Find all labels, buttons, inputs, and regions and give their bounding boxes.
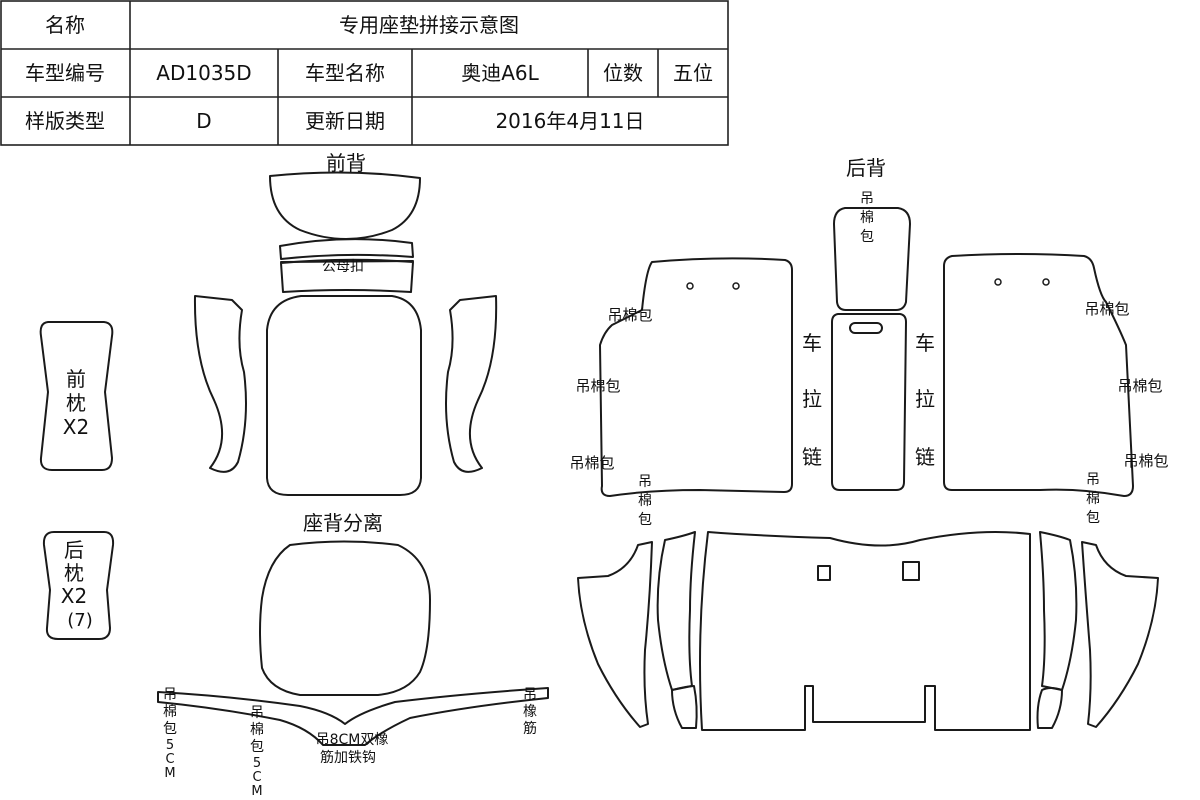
date-label: 更新日期	[305, 109, 385, 133]
zipper-left-1: 车	[802, 331, 822, 355]
hang-wrap-5cm-mid-4: 5	[253, 756, 261, 771]
rear-pillow-label-1: 后	[64, 538, 84, 562]
model-name-label: 车型名称	[305, 61, 385, 85]
front-pillow-label-2: 枕	[66, 391, 86, 415]
hang-wrap-right-v3: 包	[1086, 510, 1100, 526]
rear-pillow-piece: 后 枕 X2 (7)	[42, 531, 115, 640]
header-table: 名称 专用座垫拼接示意图 车型编号 AD1035D 车型名称 奥迪A6L 位数 …	[0, 0, 729, 146]
rear-pillow-label-3: X2	[61, 584, 87, 608]
hang-wrap-5cm-left-2: 棉	[163, 703, 177, 720]
hang-wrap-5cm-left-5: C	[165, 752, 174, 767]
hang-wrap-left-v3: 包	[638, 512, 652, 528]
hang-wrap-5cm-mid-1: 吊	[250, 705, 264, 721]
template-value: D	[196, 109, 211, 133]
hang-wrap-right-3: 吊棉包	[1123, 452, 1168, 470]
rear-back-title: 后背	[846, 156, 886, 180]
hang-wrap-5cm-mid-3: 包	[250, 739, 264, 755]
rear-pillow-label-2: 枕	[64, 561, 84, 585]
hang-wrap-right-v1: 吊	[1086, 472, 1100, 488]
hang-wrap-5cm-left-4: 5	[166, 738, 174, 753]
hang-wrap-top-1: 吊	[860, 191, 874, 207]
rubber-hook-label-1: 吊8CM双橡	[316, 732, 389, 748]
hang-rubber-label-1: 吊	[523, 687, 537, 703]
hang-wrap-5cm-left-3: 包	[163, 721, 177, 737]
clasp-label: 公母扣	[322, 259, 364, 275]
hang-wrap-5cm-mid-5: C	[252, 770, 261, 785]
rubber-hook-label-2: 筋加铁钩	[320, 749, 376, 766]
zipper-left-3: 链	[802, 445, 822, 469]
hang-wrap-left-2: 吊棉包	[575, 377, 620, 395]
hang-wrap-right-2: 吊棉包	[1117, 377, 1162, 395]
rear-pillow-label-4: (7)	[67, 610, 93, 631]
rear-cushion-pieces	[577, 531, 1159, 731]
front-pillow-piece: 前 枕 X2	[39, 321, 114, 471]
front-pillow-label-1: 前	[66, 367, 86, 391]
hang-wrap-left-v2: 棉	[638, 492, 652, 509]
seat-back-split-title: 座背分离	[303, 511, 383, 535]
diagram-title: 专用座垫拼接示意图	[339, 13, 519, 37]
front-back-title: 前背	[326, 151, 366, 175]
hang-wrap-right-1: 吊棉包	[1084, 300, 1129, 318]
hang-wrap-5cm-mid-2: 棉	[250, 721, 264, 738]
zipper-right-2: 拉	[915, 387, 935, 411]
date-value: 2016年4月11日	[495, 109, 644, 133]
front-pillow-label-3: X2	[63, 415, 89, 439]
model-name-value: 奥迪A6L	[461, 61, 539, 85]
hang-wrap-right-v2: 棉	[1086, 490, 1100, 507]
hang-wrap-top-2: 棉	[860, 209, 874, 226]
hang-wrap-5cm-left-1: 吊	[163, 687, 177, 703]
zipper-right-1: 车	[915, 331, 935, 355]
seats-label: 位数	[603, 61, 643, 85]
template-label: 样版类型	[25, 109, 105, 133]
front-back-pieces: 公母扣	[193, 171, 498, 496]
seat-back-split-pieces	[157, 540, 549, 746]
hang-wrap-left-3: 吊棉包	[569, 454, 614, 472]
hang-wrap-5cm-left-6: M	[164, 766, 175, 781]
hang-wrap-top-3: 包	[860, 229, 874, 245]
hang-wrap-left-v1: 吊	[638, 474, 652, 490]
zipper-right-3: 链	[915, 445, 935, 469]
name-label: 名称	[45, 13, 85, 37]
zipper-left-2: 拉	[802, 387, 822, 411]
hang-wrap-left-1: 吊棉包	[607, 306, 652, 324]
rear-back-pieces	[599, 207, 1134, 497]
seats-value: 五位	[673, 61, 713, 85]
hang-rubber-label-3: 筋	[523, 720, 537, 737]
hang-wrap-5cm-mid-6: M	[251, 784, 262, 799]
model-no-value: AD1035D	[156, 61, 251, 85]
model-no-label: 车型编号	[25, 61, 105, 85]
hang-rubber-label-2: 橡	[523, 704, 537, 720]
